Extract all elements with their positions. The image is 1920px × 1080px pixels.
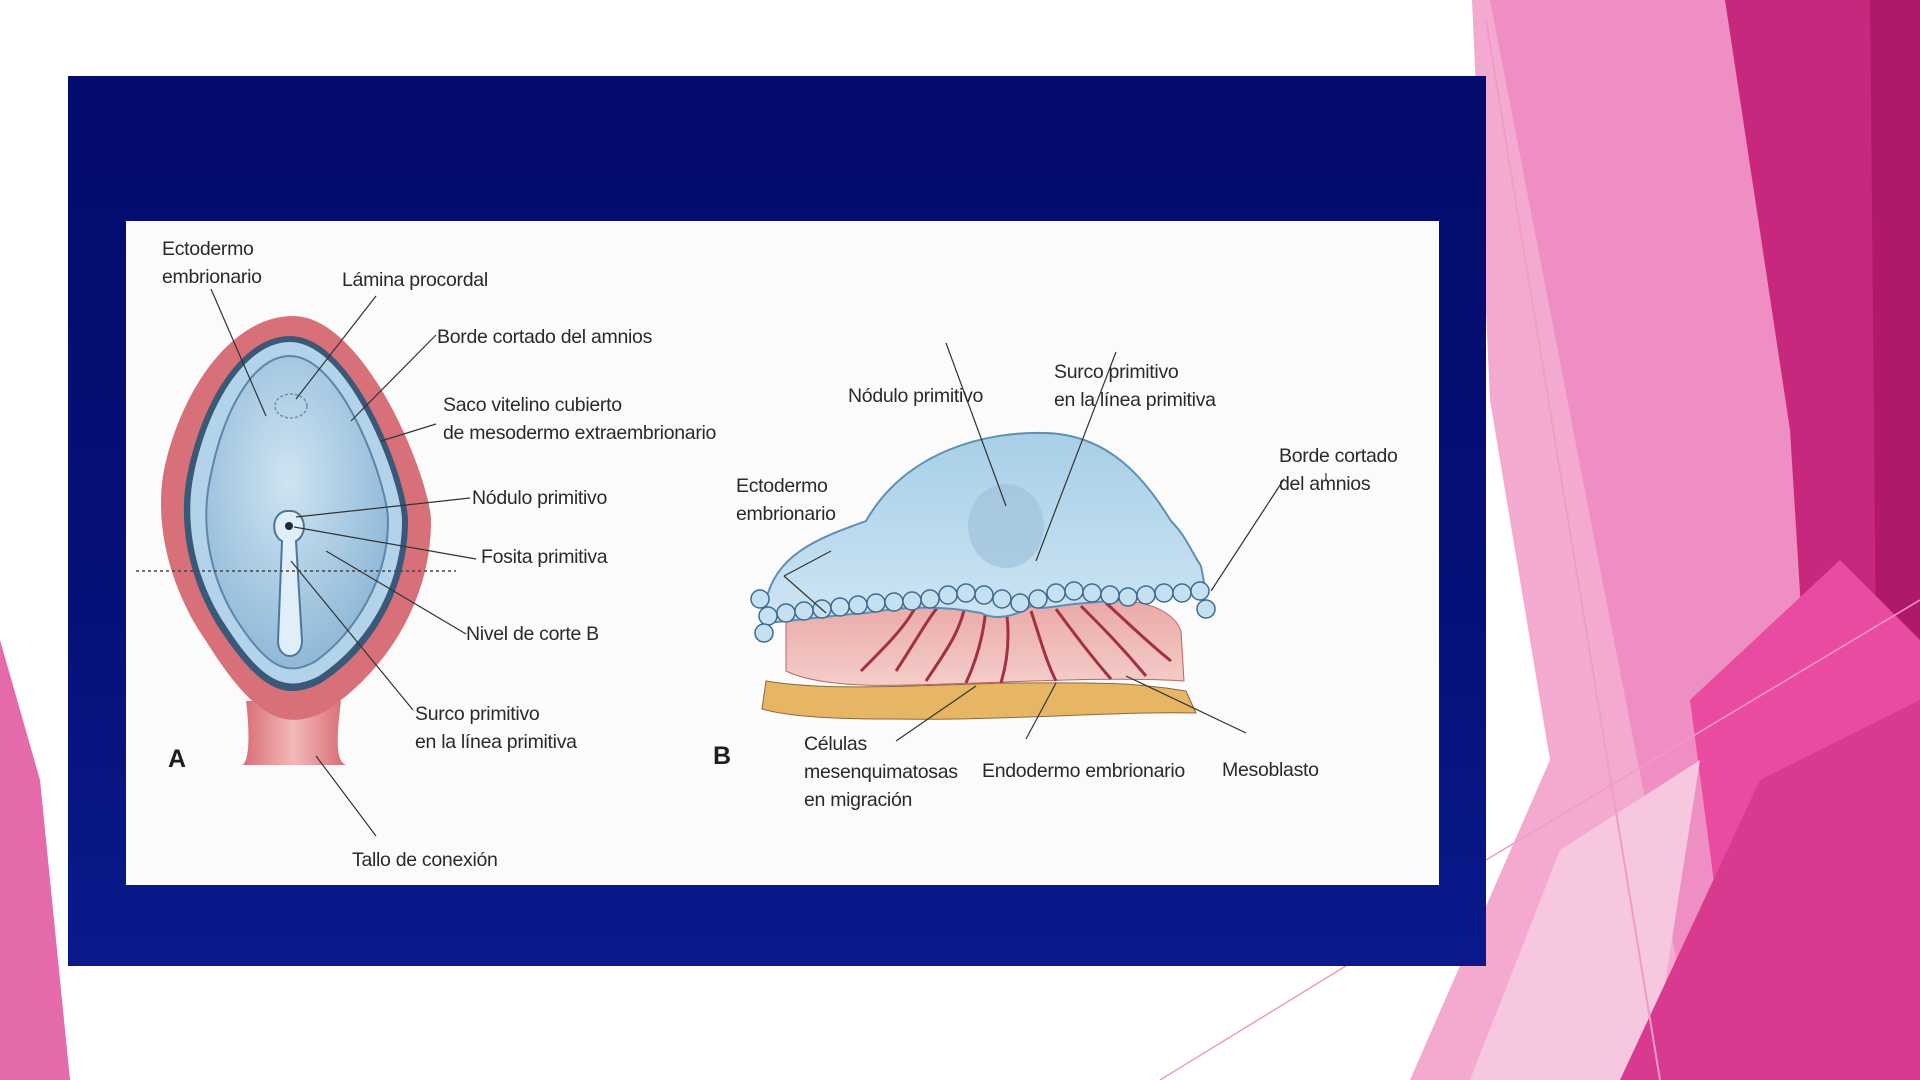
connecting-stalk [241,701,346,766]
label-surco-a: Surco primitivo en la línea primitiva [415,703,577,753]
panel-b-leaders [783,342,1327,742]
label-nodulo-a: Nódulo primitivo [472,487,608,509]
deco-line [1485,599,1920,861]
label-borde-cortado-b: Borde cortado del amnios [1279,445,1398,495]
label-lamina-procordal: Lámina procordal [342,269,488,291]
label-fosita-primitiva: Fosita primitiva [481,546,608,568]
panel-b-drawing [750,342,1327,742]
primitive-streak [273,510,305,657]
panel-a-drawing [136,288,477,837]
label-nivel-corte: Nivel de corte B [466,623,599,645]
deco-line [1485,19,1661,1080]
panel-a-letter: A [168,745,186,773]
primitive-pit [285,522,293,530]
label-tallo-conexion: Tallo de conexión [352,849,498,871]
deco-facet-mid [1620,700,1920,1080]
ectoderm-cell-row [750,581,1216,643]
label-surco-b: Surco primitivo en la línea primitiva [1054,361,1216,411]
deco-facet-pale [1470,760,1700,1080]
deco-facet-left [0,640,70,1080]
embryonic-endoderm [761,680,1197,720]
label-saco-vitelino: Saco vitelino cubierto de mesodermo extr… [443,394,717,444]
label-nodulo-b: Nódulo primitivo [848,385,984,407]
figure-panel: Ectodermo embrionario Lámina procordal B… [126,221,1439,885]
label-ectodermo-b: Ectodermo embrionario [736,475,836,525]
panel-a-leaders [210,288,477,837]
label-borde-cortado-a: Borde cortado del amnios [437,326,653,348]
panel-b-letter: B [713,742,731,770]
label-mesoblasto: Mesoblasto [1222,759,1319,781]
embryo-illustration [136,288,1327,837]
prechordal-plate [274,393,308,419]
label-celulas-mesenquimatosas: Células mesenquimatosas en migración [804,733,958,811]
label-endodermo-embrionario: Endodermo embrionario [982,760,1185,782]
label-ectodermo-a: Ectodermo embrionario [162,238,262,288]
primitive-node [968,484,1044,568]
